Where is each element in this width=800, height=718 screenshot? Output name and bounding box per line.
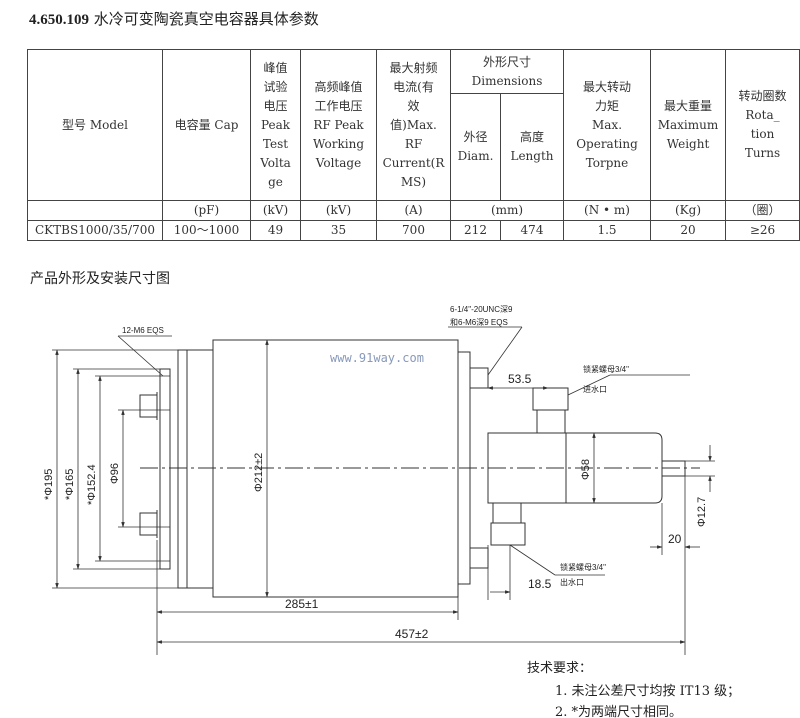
header-line: 电压 — [263, 98, 288, 113]
page-title: 4.650.109 水冷可变陶瓷真空电容器具体参数 — [29, 8, 319, 29]
dim-d165: *Φ165 — [64, 469, 76, 500]
dim-d152: *Φ152.4 — [86, 464, 98, 505]
dim-d195: *Φ195 — [43, 469, 55, 500]
header-line: RF — [404, 136, 423, 151]
cell: 49 — [250, 220, 301, 241]
header-line: Maximum — [657, 117, 719, 132]
header-line: 电流(有 — [393, 79, 434, 94]
header-line: tion — [750, 127, 775, 141]
label-12m6: 12-M6 EQS — [122, 326, 164, 335]
dim-457: 457±2 — [395, 627, 429, 641]
header-line: 外形尺寸 — [482, 54, 531, 69]
header-line: Torpne — [585, 155, 629, 170]
header-line: Max. — [591, 117, 623, 132]
header-line: 效 — [407, 98, 420, 113]
header-line: Peak — [260, 117, 291, 132]
header-line: 高频峰值 — [314, 79, 363, 94]
header-line: Test — [262, 136, 289, 151]
header-line: 值)Max. — [390, 117, 437, 132]
header-line: Working — [313, 136, 364, 151]
header-line: Operating — [576, 136, 638, 151]
model-code: 4.650.109 — [29, 12, 89, 28]
header-line: 转动圈数 — [738, 89, 787, 103]
requirements-heading: 技术要求： — [527, 661, 593, 676]
cell: 474 — [500, 220, 564, 241]
header-line: 外径 — [463, 130, 488, 144]
header-cap: 电容量 Cap — [162, 49, 251, 201]
table-row: CKTBS1000/35/700 100～1000 49 35 700 212 … — [27, 220, 800, 241]
header-line: 工作电压 — [314, 98, 363, 113]
header-line: 最大射频 — [389, 60, 438, 75]
cell: 212 — [450, 220, 501, 241]
requirement-item: 2. *为两端尺寸相同。 — [555, 705, 683, 718]
dim-d58: Φ58 — [580, 459, 592, 480]
header-line: RF Peak — [313, 117, 364, 132]
header-line: ge — [268, 174, 283, 189]
header-line: Turns — [744, 146, 781, 160]
label-inlet: 进水口 — [583, 384, 607, 394]
label-nut-outlet: 锁紧螺母3/4" — [560, 562, 606, 572]
watermark: www.91way.com — [330, 351, 424, 365]
label-thread-2: 和6-M6深9 EQS — [450, 318, 508, 327]
label-nut-inlet: 锁紧螺母3/4" — [583, 364, 629, 374]
header-line: Voltage — [315, 155, 362, 170]
cell: 1.5 — [563, 220, 651, 241]
label-outlet: 出水口 — [560, 577, 584, 587]
header-line: 力矩 — [594, 98, 619, 113]
requirement-item: 1. 未注公差尺寸均按 IT13 级； — [555, 684, 741, 699]
header-line: Dimensions — [471, 73, 543, 88]
header-line: 峰值 — [263, 60, 288, 75]
dim-18-5: 18.5 — [528, 577, 552, 591]
header-diam: 外径 Diam. — [450, 93, 501, 201]
cell: 20 — [650, 220, 726, 241]
dim-d96: Φ96 — [109, 463, 121, 484]
header-line: Weight — [666, 136, 710, 151]
capacitor-body — [139, 339, 686, 598]
unit: (kV) — [250, 200, 301, 221]
header-line: 试验 — [263, 79, 288, 94]
dim-20: 20 — [668, 532, 682, 546]
dim-d12-7: Φ12.7 — [696, 497, 708, 527]
header-line: Diam. — [457, 149, 494, 163]
dim-285: 285±1 — [285, 597, 319, 611]
dim-53-5: 53.5 — [508, 372, 532, 386]
header-line: Current(R — [382, 155, 445, 170]
cell: CKTBS1000/35/700 — [27, 220, 163, 241]
title-text: 水冷可变陶瓷真空电容器具体参数 — [93, 10, 319, 28]
section-title: 产品外形及安装尺寸图 — [30, 271, 170, 287]
header-length: 高度 Length — [500, 93, 564, 201]
header-dimensions: 外形尺寸 Dimensions — [450, 49, 564, 94]
header-line: Rota_ — [745, 108, 780, 122]
cell: ≥26 — [725, 220, 800, 241]
dim-d212: Φ212±2 — [253, 453, 265, 492]
header-line: Volta — [260, 155, 291, 170]
dimension-lines — [52, 326, 715, 655]
header-model: 型号 Model — [27, 49, 163, 201]
header-line: MS) — [400, 174, 427, 189]
header-line: 最大转动 — [582, 79, 631, 94]
header-line: 高度 — [519, 130, 544, 144]
header-line: Length — [510, 149, 554, 163]
label-thread-1: 6-1/4"-20UNC深9 — [450, 305, 513, 314]
header-line: 最大重量 — [663, 98, 712, 113]
